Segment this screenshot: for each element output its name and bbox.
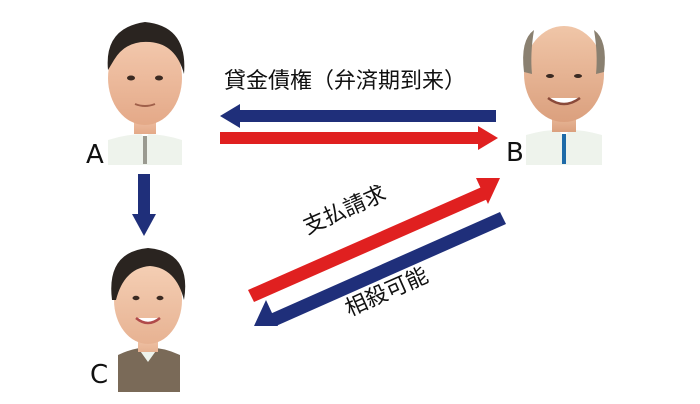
person-a-face	[108, 31, 182, 125]
arrow-c-to-b-red	[248, 178, 500, 302]
person-a-avatar	[107, 22, 185, 165]
person-c-face	[114, 256, 182, 344]
person-b-label: B	[506, 138, 524, 168]
person-b-tie	[562, 134, 566, 164]
loan-claim-caption: 貸金債権（弁済期到来）	[224, 69, 467, 94]
person-b-face	[524, 26, 604, 122]
arrow-a-to-b-red	[220, 126, 498, 150]
arrow-a-to-c-navy	[132, 174, 156, 236]
person-c-hair	[111, 248, 186, 300]
person-a-hair	[107, 22, 185, 74]
person-a-label: A	[86, 140, 104, 170]
person-b-avatar	[523, 26, 605, 165]
person-c-label: C	[90, 360, 109, 390]
person-c-avatar	[111, 248, 186, 392]
person-b-hair-right	[594, 30, 605, 74]
person-c-jacket	[118, 347, 180, 392]
arrow-b-to-a-navy	[220, 104, 496, 128]
person-a-tie	[143, 136, 147, 164]
person-b-hair-left	[523, 30, 534, 74]
arrow-b-to-c-navy	[254, 212, 506, 326]
